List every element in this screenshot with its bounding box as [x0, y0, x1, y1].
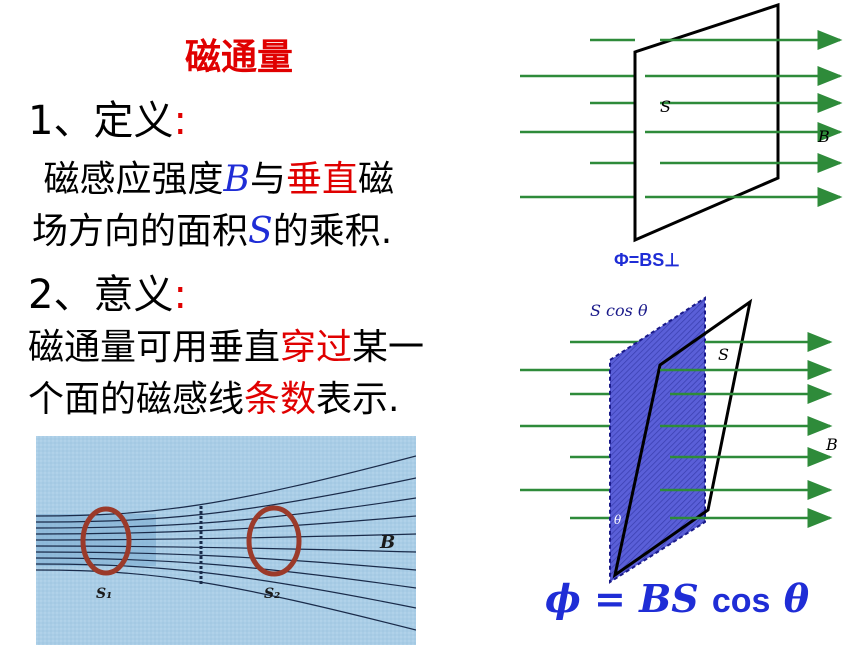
definition-text-part: 磁: [357, 159, 394, 200]
definition-line-2: 场方向的面积S的乘积.: [32, 206, 472, 258]
label-s-tilted: S: [718, 345, 729, 364]
formula-theta: θ: [770, 576, 810, 621]
keyword-line-count: 条数: [244, 379, 317, 420]
label-b-field: B: [817, 127, 830, 146]
label-s-plane: S: [660, 97, 671, 116]
meaning-text-part: 某一: [352, 327, 425, 368]
keyword-perpendicular: 垂直: [285, 159, 358, 200]
field-lines-photo: S₁ S₂ B: [36, 436, 416, 645]
keyword-pass-through: 穿过: [280, 327, 353, 368]
perpendicular-plane-diagram: S B: [520, 2, 843, 243]
projection-s-cos-theta: [609, 296, 706, 584]
definition-line-1: 磁感应强度B与垂直磁: [32, 154, 472, 206]
meaning-heading-text: 2、意义: [28, 272, 174, 318]
field-arrows-front: [645, 30, 843, 207]
field-arrows-front-2: [660, 332, 833, 528]
label-s-cos-theta: S cos θ: [590, 301, 648, 320]
symbol-b: B: [223, 159, 250, 200]
meaning-text-part: 磁通量可用垂直: [28, 327, 281, 368]
label-s2: S₂: [264, 586, 280, 602]
label-s1: S₁: [96, 586, 112, 602]
definition-heading: 1、定义:: [28, 88, 187, 146]
loop-s2: [246, 505, 302, 577]
tilted-plane-s: [612, 298, 753, 579]
definition-heading-text: 1、定义: [28, 98, 174, 144]
label-b-tilted: B: [825, 435, 838, 454]
tilted-plane-diagram: S cos θ S B θ: [520, 296, 838, 584]
definition-text-part: 场方向的面积: [32, 211, 249, 252]
meaning-line-2: 个面的磁感线条数表示.: [28, 374, 508, 426]
plane-s: [633, 2, 780, 243]
definition-text: 磁感应强度B与垂直磁 场方向的面积S的乘积.: [32, 154, 472, 258]
definition-text-part: 的乘积.: [272, 211, 393, 252]
definition-text-part: 与: [249, 159, 286, 200]
label-theta: θ: [614, 513, 622, 527]
label-b-photo: B: [379, 532, 395, 553]
loop-s1: [80, 506, 132, 576]
slide-title: 磁通量: [185, 37, 294, 78]
meaning-line-1: 磁通量可用垂直穿过某一: [28, 322, 508, 374]
field-arrows-back: [520, 38, 635, 199]
symbol-s: S: [248, 211, 273, 252]
formula-lhs: ϕ = BS: [545, 576, 712, 621]
meaning-heading: 2、意义:: [28, 262, 187, 320]
formula-flux: ϕ = BS cos θ: [545, 576, 809, 621]
meaning-text: 磁通量可用垂直穿过某一 个面的磁感线条数表示.: [28, 322, 508, 426]
meaning-text-part: 表示.: [316, 379, 400, 420]
meaning-colon: :: [173, 272, 187, 318]
formula-cos: cos: [711, 582, 771, 620]
meaning-text-part: 个面的磁感线: [28, 379, 245, 420]
definition-text-part: 磁感应强度: [43, 159, 224, 200]
definition-colon: :: [173, 98, 187, 144]
formula-perpendicular: Φ=BS⊥: [614, 250, 680, 270]
